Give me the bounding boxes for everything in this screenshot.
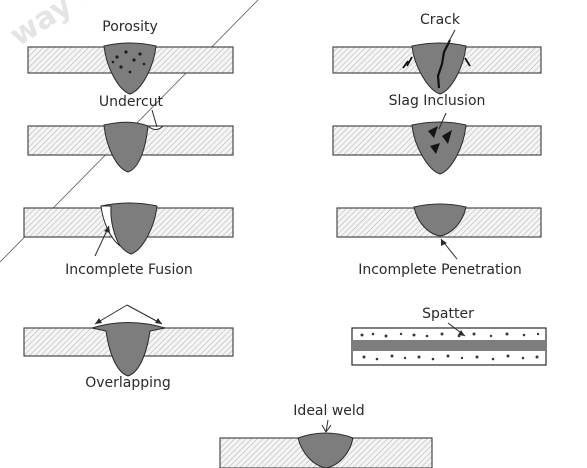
porosity-diagram: Porosity [27, 19, 234, 95]
pointer-arrowhead [95, 318, 102, 324]
slag-particles [428, 126, 452, 154]
weld-bead [411, 121, 467, 175]
crack-line [436, 39, 451, 89]
label-pointer [325, 419, 329, 433]
label-pointer [151, 109, 158, 128]
ideal-weld-diagram: Ideal weld [219, 403, 433, 468]
pointer-arrowhead [441, 239, 447, 246]
spatter-diagram: Spatter [351, 306, 547, 366]
defect-label-incomplete-penetration: Incomplete Penetration [358, 262, 522, 278]
defect-label-spatter: Spatter [422, 306, 474, 322]
incomplete-penetration-diagram: Incomplete Penetration [336, 203, 542, 278]
undercut-diagram: Undercut [27, 94, 234, 173]
crack-diagram: Crack [332, 12, 542, 95]
label-pointer [438, 112, 447, 130]
pointer-arrowhead [321, 424, 332, 433]
weld-bead [411, 42, 467, 95]
pointer-arrowhead [104, 226, 110, 233]
weld-bead [297, 432, 354, 468]
crack-toe-right [464, 57, 471, 67]
pointer-arrowhead [458, 330, 465, 336]
defect-label-slag-inclusion: Slag Inclusion [389, 93, 486, 109]
weld-bead [413, 203, 467, 237]
crack-toe-left [402, 56, 413, 69]
weld-bead [103, 121, 149, 173]
label-pointer [126, 304, 163, 325]
watermark-text: way C [4, 0, 106, 54]
defect-label-ideal-weld: Ideal weld [293, 403, 364, 419]
defect-label-undercut: Undercut [99, 94, 164, 110]
label-pointer [446, 29, 456, 46]
weld-bead [103, 42, 157, 95]
weld-bead [90, 322, 166, 377]
unfused-gap [100, 205, 121, 247]
defect-label-overlapping: Overlapping [85, 375, 171, 391]
defect-label-crack: Crack [420, 12, 461, 28]
slag-inclusion-diagram: Slag Inclusion [332, 93, 542, 175]
defect-label-incomplete-fusion: Incomplete Fusion [65, 262, 193, 278]
weld-band [352, 340, 546, 351]
porosity-pores [111, 50, 146, 74]
overlapping-diagram: Overlapping [23, 304, 234, 391]
incomplete-fusion-diagram: Incomplete Fusion [23, 202, 234, 278]
spatter-droplets [360, 332, 540, 361]
undercut-notch [146, 125, 165, 130]
pointer-arrowhead [155, 318, 162, 324]
defect-label-porosity: Porosity [102, 19, 157, 35]
